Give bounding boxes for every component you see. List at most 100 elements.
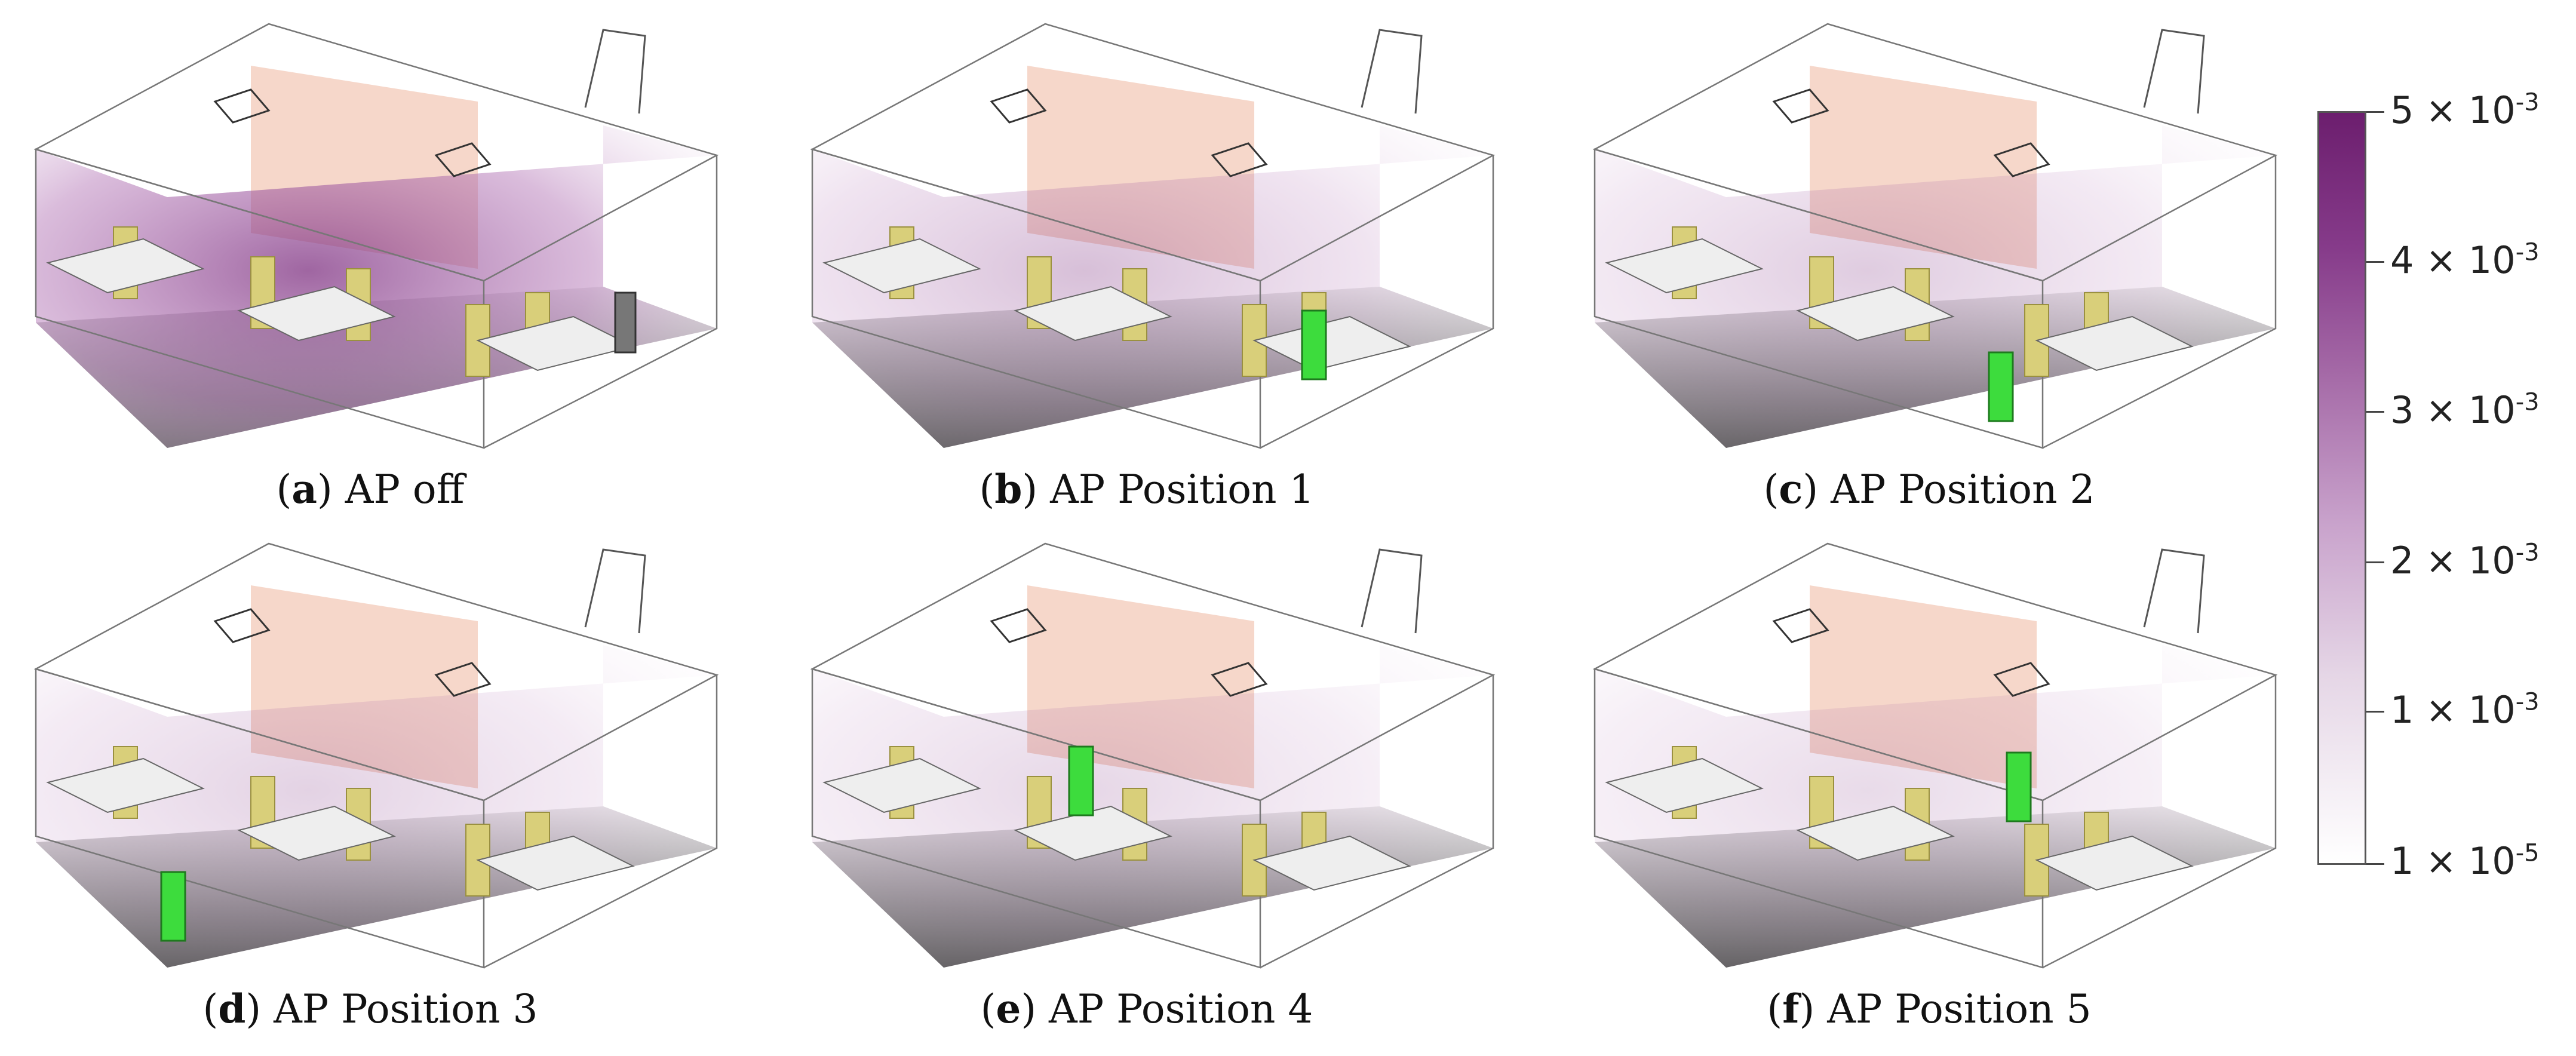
colorbar bbox=[2317, 111, 2366, 865]
caption-letter: a bbox=[291, 466, 318, 512]
tick-exponent: -3 bbox=[2515, 388, 2540, 416]
colorbar-tick bbox=[2366, 711, 2384, 713]
scene-render bbox=[1592, 23, 2278, 449]
ceiling-diffuser bbox=[1993, 662, 2050, 697]
panel-b: (b) AP Position 1 bbox=[788, 6, 1505, 512]
ceiling-diffuser bbox=[1772, 608, 1829, 643]
ceiling-diffuser bbox=[1993, 142, 2050, 177]
panel-caption: (d) AP Position 3 bbox=[202, 986, 538, 1032]
ceiling-diffuser bbox=[434, 142, 492, 177]
table bbox=[1252, 835, 1411, 891]
tick-exponent: -3 bbox=[2515, 238, 2540, 266]
panel-e: (e) AP Position 4 bbox=[788, 526, 1505, 1032]
room-side-outline bbox=[1260, 675, 1494, 969]
scene-render bbox=[33, 23, 719, 449]
colorbar-tick bbox=[2366, 561, 2384, 563]
table bbox=[1796, 286, 1955, 342]
panel-a: (a) AP off bbox=[12, 6, 729, 512]
panel-caption: (c) AP Position 2 bbox=[1763, 466, 2095, 512]
exhaust-frame bbox=[1361, 29, 1423, 114]
air-purifier bbox=[1301, 309, 1327, 380]
scene-render bbox=[810, 542, 1496, 969]
caption-letter: e bbox=[996, 986, 1021, 1032]
tick-base: 5 × 10 bbox=[2390, 88, 2516, 132]
panel-caption: (e) AP Position 4 bbox=[980, 986, 1313, 1032]
exhaust-frame bbox=[2143, 548, 2205, 634]
table bbox=[2035, 315, 2194, 372]
tick-base: 1 × 10 bbox=[2390, 839, 2516, 883]
room-side-outline bbox=[483, 675, 718, 969]
exhaust-frame bbox=[584, 29, 646, 114]
table bbox=[822, 757, 981, 814]
table bbox=[46, 238, 205, 294]
concentration-haze bbox=[36, 645, 717, 968]
ceiling-diffuser bbox=[1772, 88, 1829, 124]
room-side-outline bbox=[2042, 155, 2277, 449]
tick-exponent: -3 bbox=[2515, 539, 2540, 567]
panel-caption: (a) AP off bbox=[276, 466, 465, 512]
air-purifier bbox=[1068, 745, 1094, 816]
colorbar-tick bbox=[2366, 863, 2384, 865]
concentration-haze bbox=[36, 125, 717, 448]
colorbar-tick-label: 1 × 10-5 bbox=[2390, 839, 2540, 883]
table bbox=[46, 757, 205, 814]
exhaust-frame bbox=[2143, 29, 2205, 114]
caption-letter: d bbox=[218, 986, 246, 1032]
panel-caption: (f) AP Position 5 bbox=[1767, 986, 2092, 1032]
table bbox=[237, 286, 396, 342]
tick-base: 1 × 10 bbox=[2390, 688, 2516, 732]
caption-text: AP Position 4 bbox=[1036, 986, 1313, 1032]
tick-base: 2 × 10 bbox=[2390, 539, 2516, 582]
air-purifier bbox=[1988, 351, 2014, 422]
table bbox=[1014, 286, 1172, 342]
table bbox=[822, 238, 981, 294]
ceiling-diffuser bbox=[213, 88, 271, 124]
colorbar-tick-label: 4 × 10-3 bbox=[2390, 238, 2540, 282]
colorbar-tick bbox=[2366, 111, 2384, 113]
room-side-outline bbox=[483, 155, 718, 449]
air-purifier-off bbox=[614, 291, 637, 354]
caption-letter: f bbox=[1782, 986, 1800, 1032]
tick-exponent: -3 bbox=[2515, 88, 2540, 116]
ceiling-diffuser bbox=[1211, 662, 1268, 697]
scene-render bbox=[1592, 542, 2278, 969]
panel-caption: (b) AP Position 1 bbox=[979, 466, 1315, 512]
concentration-haze bbox=[1595, 645, 2276, 968]
colorbar-tick-label: 2 × 10-3 bbox=[2390, 539, 2540, 582]
ceiling-diffuser bbox=[213, 608, 271, 643]
caption-text: AP off bbox=[332, 466, 465, 512]
ceiling-diffuser bbox=[1211, 142, 1268, 177]
caption-text: AP Position 1 bbox=[1037, 466, 1315, 512]
air-purifier bbox=[2006, 751, 2032, 822]
concentration-haze bbox=[1595, 125, 2276, 448]
room-side-outline bbox=[1260, 155, 1494, 449]
tick-exponent: -3 bbox=[2515, 688, 2540, 716]
caption-text: AP Position 5 bbox=[1814, 986, 2092, 1032]
table bbox=[237, 805, 396, 861]
tick-exponent: -5 bbox=[2515, 839, 2540, 867]
concentration-haze bbox=[812, 645, 1493, 968]
ceiling-diffuser bbox=[434, 662, 492, 697]
colorbar-tick-label: 1 × 10-3 bbox=[2390, 688, 2540, 732]
colorbar-tick bbox=[2366, 411, 2384, 413]
concentration-haze bbox=[812, 125, 1493, 448]
caption-letter: b bbox=[994, 466, 1023, 512]
colorbar-tick-label: 3 × 10-3 bbox=[2390, 388, 2540, 432]
colorbar-tick-label: 5 × 10-3 bbox=[2390, 88, 2540, 132]
panel-c: (c) AP Position 2 bbox=[1571, 6, 2288, 512]
table bbox=[476, 835, 635, 891]
table bbox=[2035, 835, 2194, 891]
table bbox=[1605, 238, 1764, 294]
exhaust-frame bbox=[584, 548, 646, 634]
tick-base: 4 × 10 bbox=[2390, 238, 2516, 282]
caption-text: AP Position 3 bbox=[261, 986, 538, 1032]
ceiling-diffuser bbox=[990, 608, 1047, 643]
room-side-outline bbox=[2042, 675, 2277, 969]
tick-base: 3 × 10 bbox=[2390, 388, 2516, 432]
air-purifier bbox=[160, 871, 186, 942]
caption-text: AP Position 2 bbox=[1818, 466, 2095, 512]
colorbar-tick bbox=[2366, 261, 2384, 263]
panel-d: (d) AP Position 3 bbox=[12, 526, 729, 1032]
caption-letter: c bbox=[1779, 466, 1803, 512]
scene-render bbox=[33, 542, 719, 969]
